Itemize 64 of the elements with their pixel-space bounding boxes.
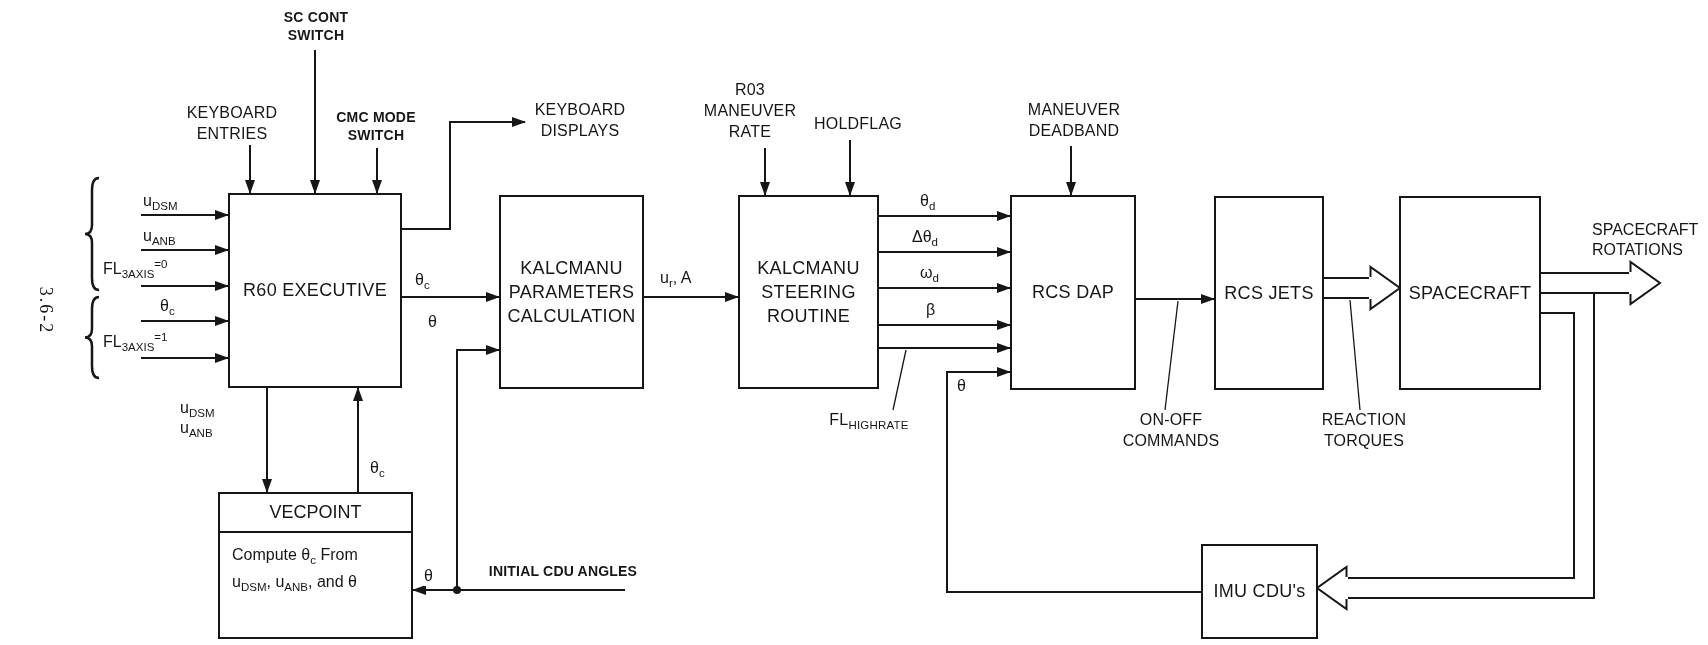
arrow <box>140 316 229 326</box>
arrow <box>401 117 526 230</box>
signal-label: HOLDFLAG <box>808 114 908 140</box>
leader-line <box>1349 299 1361 411</box>
signal-label: MANEUVER DEADBAND <box>1018 100 1130 146</box>
box-label: SPACECRAFT <box>1408 281 1532 305</box>
arrow <box>140 353 229 363</box>
signal-label: KEYBOARD ENTRIES <box>178 103 286 145</box>
arrow <box>372 147 382 194</box>
arrow <box>140 245 229 255</box>
edge-label: θ$_{c}$ <box>415 270 430 290</box>
arrow <box>878 283 1011 293</box>
edge-label: β <box>926 300 936 320</box>
arrow <box>878 320 1011 330</box>
process-box <box>1214 196 1324 390</box>
edge-label: u$_{r}$, A <box>660 268 692 288</box>
arrow <box>401 292 500 302</box>
arrow <box>262 387 272 493</box>
signal-label: INITIAL CDU ANGLES <box>482 562 644 590</box>
box-label: R60 EXECUTIVE <box>243 279 387 303</box>
arrow <box>878 211 1011 221</box>
signal-label: CMC MODE SWITCH <box>328 108 424 148</box>
signal-label: REACTION TORQUES <box>1312 410 1416 454</box>
box-label: KALCMANU PARAMETERS CALCULATION <box>506 256 637 329</box>
box-label: IMU CDU's <box>1213 580 1306 604</box>
process-box <box>738 195 879 389</box>
process-box <box>1201 544 1318 639</box>
process-box <box>1399 196 1541 390</box>
edge-label: θ$_{d}$ <box>920 191 936 211</box>
arrow <box>878 343 1011 353</box>
arrow <box>140 210 229 220</box>
arrow <box>456 345 626 591</box>
edge-label: Δθ$_{d}$ <box>912 227 938 247</box>
box-label: RCS DAP <box>1031 281 1115 305</box>
signal-label: R03 MANEUVER RATE <box>700 80 800 148</box>
arrow <box>1135 294 1215 304</box>
leader-line <box>1164 300 1179 411</box>
process-box <box>1010 195 1136 390</box>
process-box <box>499 195 644 389</box>
box-text: Compute θ$_{c}$ From u$_{DSM}$, u$_{ANB}$, and θ <box>231 545 359 596</box>
process-box <box>218 492 413 639</box>
edge-label: θ$_{c}$ <box>370 458 385 478</box>
arrow <box>845 139 855 196</box>
box-heading: VECPOINT <box>220 494 411 533</box>
arrow <box>245 144 255 194</box>
arrow <box>140 281 229 291</box>
box-label: RCS JETS <box>1224 281 1314 305</box>
leader-line <box>892 349 907 411</box>
signal-label: ON-OFF COMMANDS <box>1112 410 1230 454</box>
arrow <box>1066 145 1076 196</box>
arrow <box>878 247 1011 257</box>
page-number: 3.6-2 <box>35 286 57 335</box>
process-box <box>228 193 402 388</box>
arrow <box>310 49 320 194</box>
arrow <box>760 147 770 196</box>
arrow <box>946 367 1202 593</box>
arrow <box>643 292 739 302</box>
box-label: KALCMANU STEERING ROUTINE <box>756 256 861 329</box>
signal-label: KEYBOARD DISPLAYS <box>525 100 635 144</box>
signal-label: FL$_{HIGHRATE}$ <box>808 410 930 446</box>
signal-label: SC CONT SWITCH <box>276 8 356 50</box>
arrow <box>353 387 363 493</box>
edge-label: θ <box>424 566 433 586</box>
edge-label: θ$_{c}$ <box>160 296 175 316</box>
